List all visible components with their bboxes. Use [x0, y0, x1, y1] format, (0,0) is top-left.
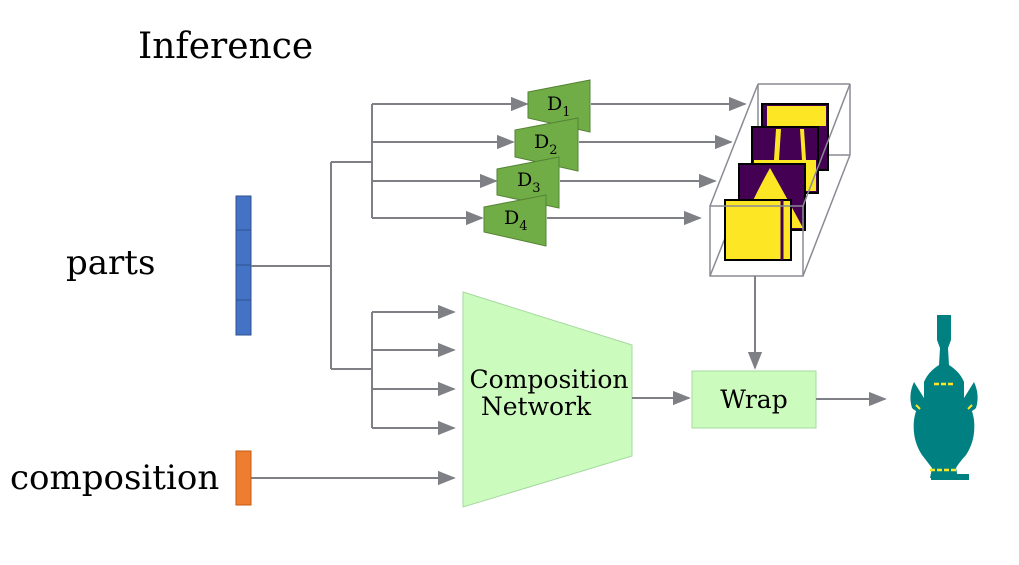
- composition-network-line1: Composition: [470, 365, 629, 394]
- svg-text:D1: D1: [547, 93, 571, 120]
- decoder-d2: D2: [514, 117, 579, 172]
- decoder-d1-label: D: [547, 93, 562, 115]
- svg-text:D4: D4: [504, 207, 528, 234]
- decoder-d2-label: D: [534, 131, 549, 153]
- parts-vector-cell-3: [235, 264, 252, 301]
- network-input-arrows: [251, 304, 456, 486]
- wrap-box: Wrap: [691, 370, 817, 429]
- output-shape: [910, 315, 978, 480]
- composition-network-line2: Network: [481, 392, 592, 421]
- parts-vector: [235, 195, 252, 336]
- decoder-d4: D4: [483, 194, 547, 247]
- decoder-d1-subscript: 1: [562, 105, 570, 120]
- wrap-label: Wrap: [720, 385, 787, 414]
- parts-label: parts: [66, 243, 156, 283]
- decoder-output-arrows: [547, 96, 747, 226]
- parts-vector-cell-1: [235, 195, 252, 231]
- svg-text:D3: D3: [517, 169, 541, 196]
- decoder-input-arrows: [372, 96, 529, 226]
- composition-vector: [235, 450, 252, 506]
- mask-volume-front: [709, 83, 851, 277]
- decoder-d4-subscript: 4: [519, 219, 527, 234]
- parts-vector-cell-4: [235, 299, 252, 336]
- mask-4: [724, 199, 792, 261]
- composition-label: composition: [10, 458, 220, 498]
- svg-text:D2: D2: [534, 131, 558, 158]
- parts-vector-cell-2: [235, 229, 252, 266]
- decoder-d4-label: D: [504, 207, 519, 229]
- diagram-title: Inference: [138, 26, 314, 67]
- connector-lines: [251, 104, 373, 428]
- composition-network: Composition Network: [462, 291, 633, 508]
- decoder-d3-subscript: 3: [532, 181, 540, 196]
- decoder-d3-label: D: [517, 169, 532, 191]
- decoder-d2-subscript: 2: [549, 143, 557, 158]
